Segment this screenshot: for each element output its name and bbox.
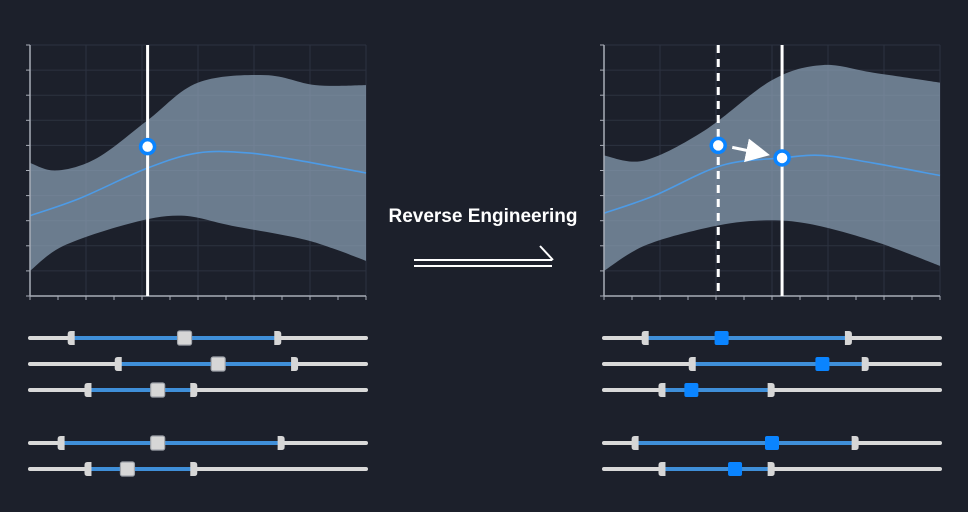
slider-max-handle[interactable] xyxy=(767,462,775,476)
caption-reverse-engineering: Reverse Engineering xyxy=(388,206,578,227)
slider-max-handle[interactable] xyxy=(190,383,198,397)
slider-max-handle[interactable] xyxy=(851,436,859,450)
slider-min-handle[interactable] xyxy=(57,436,65,450)
range-slider[interactable] xyxy=(602,462,942,476)
mean-line xyxy=(29,150,367,217)
previous-point-marker xyxy=(709,136,727,155)
slider-value-handle[interactable] xyxy=(150,382,166,398)
range-slider[interactable] xyxy=(602,383,942,397)
range-slider[interactable] xyxy=(28,435,368,451)
slider-max-handle[interactable] xyxy=(274,331,282,345)
slider-value-handle[interactable] xyxy=(119,461,136,477)
slider-value-handle[interactable] xyxy=(210,356,226,372)
slider-min-handle[interactable] xyxy=(84,462,92,476)
slider-min-handle[interactable] xyxy=(631,436,639,450)
slider-value-handle[interactable] xyxy=(176,330,193,346)
range-slider[interactable] xyxy=(602,331,942,345)
plot-area xyxy=(600,44,941,300)
range-slider[interactable] xyxy=(28,356,368,372)
slider-value-handle[interactable] xyxy=(815,357,830,371)
plot-area xyxy=(26,44,367,300)
slider-min-handle[interactable] xyxy=(658,462,666,476)
query-point-marker[interactable] xyxy=(138,137,157,156)
slider-min-handle[interactable] xyxy=(67,331,75,345)
slider-min-handle[interactable] xyxy=(84,383,92,397)
panel-after xyxy=(600,44,942,476)
slider-value-handle[interactable] xyxy=(150,435,166,451)
slider-max-handle[interactable] xyxy=(844,331,852,345)
slider-max-handle[interactable] xyxy=(861,357,869,371)
slider-group xyxy=(602,331,942,476)
slider-value-handle[interactable] xyxy=(765,436,779,450)
range-slider[interactable] xyxy=(28,382,368,398)
slider-max-handle[interactable] xyxy=(277,436,285,450)
slider-max-handle[interactable] xyxy=(767,383,775,397)
slider-value-handle[interactable] xyxy=(728,462,743,476)
slider-value-handle[interactable] xyxy=(684,383,699,397)
slider-min-handle[interactable] xyxy=(641,331,649,345)
slider-min-handle[interactable] xyxy=(114,357,122,371)
query-point-marker[interactable] xyxy=(773,149,791,167)
range-slider[interactable] xyxy=(602,357,942,371)
range-slider[interactable] xyxy=(28,461,368,477)
range-slider[interactable] xyxy=(602,436,942,450)
uncertainty-band xyxy=(30,75,366,271)
slider-min-handle[interactable] xyxy=(658,383,666,397)
panel-before xyxy=(26,44,368,477)
slider-max-handle[interactable] xyxy=(190,462,198,476)
slider-max-handle[interactable] xyxy=(291,357,299,371)
uncertainty-band xyxy=(604,64,940,271)
range-slider[interactable] xyxy=(28,330,368,346)
arrow-right-icon xyxy=(731,138,770,163)
slider-group xyxy=(28,330,368,477)
slider-min-handle[interactable] xyxy=(688,357,696,371)
long-arrow-right-icon xyxy=(414,245,554,267)
slider-value-handle[interactable] xyxy=(714,331,729,345)
